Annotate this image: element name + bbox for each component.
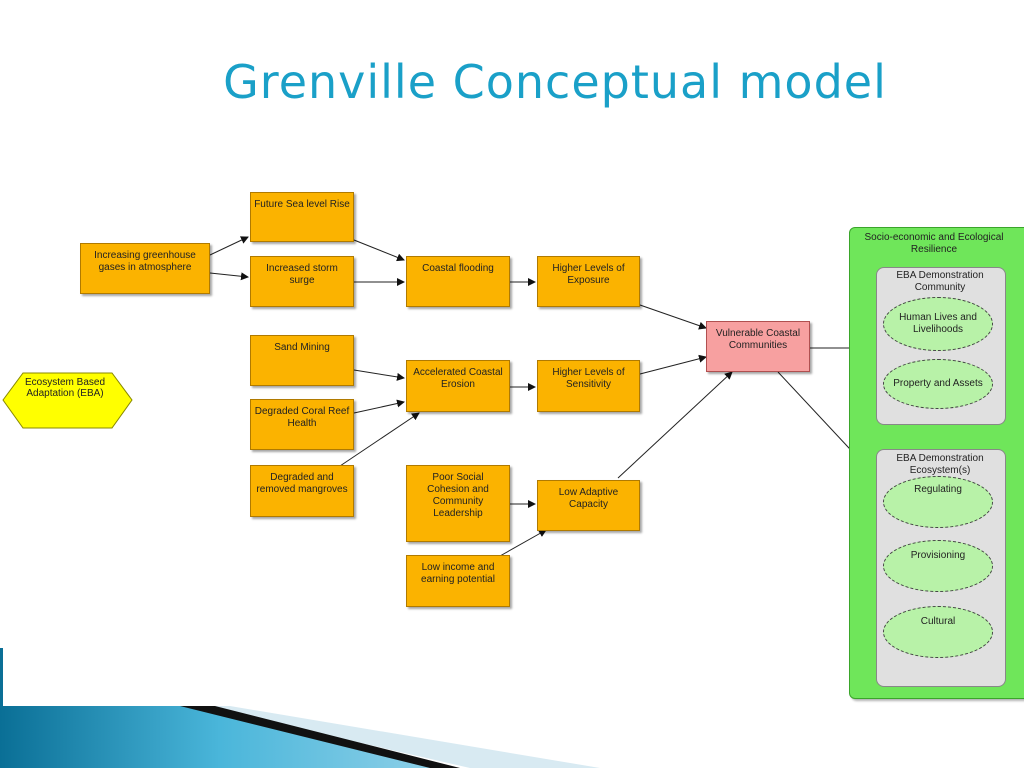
node-adaptive: Low Adaptive Capacity bbox=[537, 480, 640, 531]
arrow-adaptive-vulnerable bbox=[617, 371, 733, 479]
arrow-sand-erosion bbox=[353, 369, 405, 381]
oval-cultural: Cultural bbox=[883, 606, 993, 658]
oval-provisioning: Provisioning bbox=[883, 540, 993, 592]
node-erosion: Accelerated Coastal Erosion bbox=[406, 360, 510, 412]
community-panel-title: EBA Demonstration Community bbox=[896, 270, 984, 293]
oval-human-lives: Human Lives and Livelihoods bbox=[883, 297, 993, 351]
node-exposure: Higher Levels of Exposure bbox=[537, 256, 640, 307]
eba-hexagon-shape bbox=[2, 372, 133, 429]
node-sensitivity: Higher Levels of Sensitivity bbox=[537, 360, 640, 412]
eba-hexagon: Ecosystem Based Adaptation (EBA) bbox=[24, 377, 106, 399]
arrow-ghg-sea-level bbox=[209, 236, 249, 256]
arrow-sea-level-flooding bbox=[353, 239, 405, 262]
node-social: Poor Social Cohesion and Community Leade… bbox=[406, 465, 510, 542]
arrow-ghg-storm bbox=[209, 272, 249, 281]
footer-band bbox=[0, 706, 440, 768]
node-mangroves: Degraded and removed mangroves bbox=[250, 465, 354, 517]
node-ghg: Increasing greenhouse gases in atmospher… bbox=[80, 243, 210, 294]
footer-light-wedge bbox=[200, 706, 600, 768]
oval-regulating: Regulating bbox=[883, 476, 993, 528]
node-sand: Sand Mining bbox=[250, 335, 354, 386]
arrow-mangroves-erosion bbox=[339, 412, 420, 467]
node-vulnerable: Vulnerable Coastal Communities bbox=[706, 321, 810, 372]
node-coral: Degraded Coral Reef Health bbox=[250, 399, 354, 450]
node-income: Low income and earning potential bbox=[406, 555, 510, 607]
node-storm: Increased storm surge bbox=[250, 256, 354, 307]
left-accent-bar bbox=[0, 648, 3, 706]
node-flooding: Coastal flooding bbox=[406, 256, 510, 307]
ecosystem-panel-title: EBA Demonstration Ecosystem(s) bbox=[896, 453, 984, 476]
arrow-income-adaptive bbox=[499, 529, 547, 557]
resilience-panel-title: Socio-economic and Ecological Resilience bbox=[864, 232, 1004, 255]
arrow-coral-erosion bbox=[353, 399, 405, 414]
arrow-exposure-vulnerable bbox=[639, 304, 707, 330]
oval-property-assets: Property and Assets bbox=[883, 359, 993, 409]
footer-dark-wedge bbox=[180, 706, 460, 768]
page-title: Grenville Conceptual model bbox=[223, 55, 887, 109]
arrow-sensitivity-vulnerable bbox=[639, 354, 707, 375]
node-sea-level: Future Sea level Rise bbox=[250, 192, 354, 242]
